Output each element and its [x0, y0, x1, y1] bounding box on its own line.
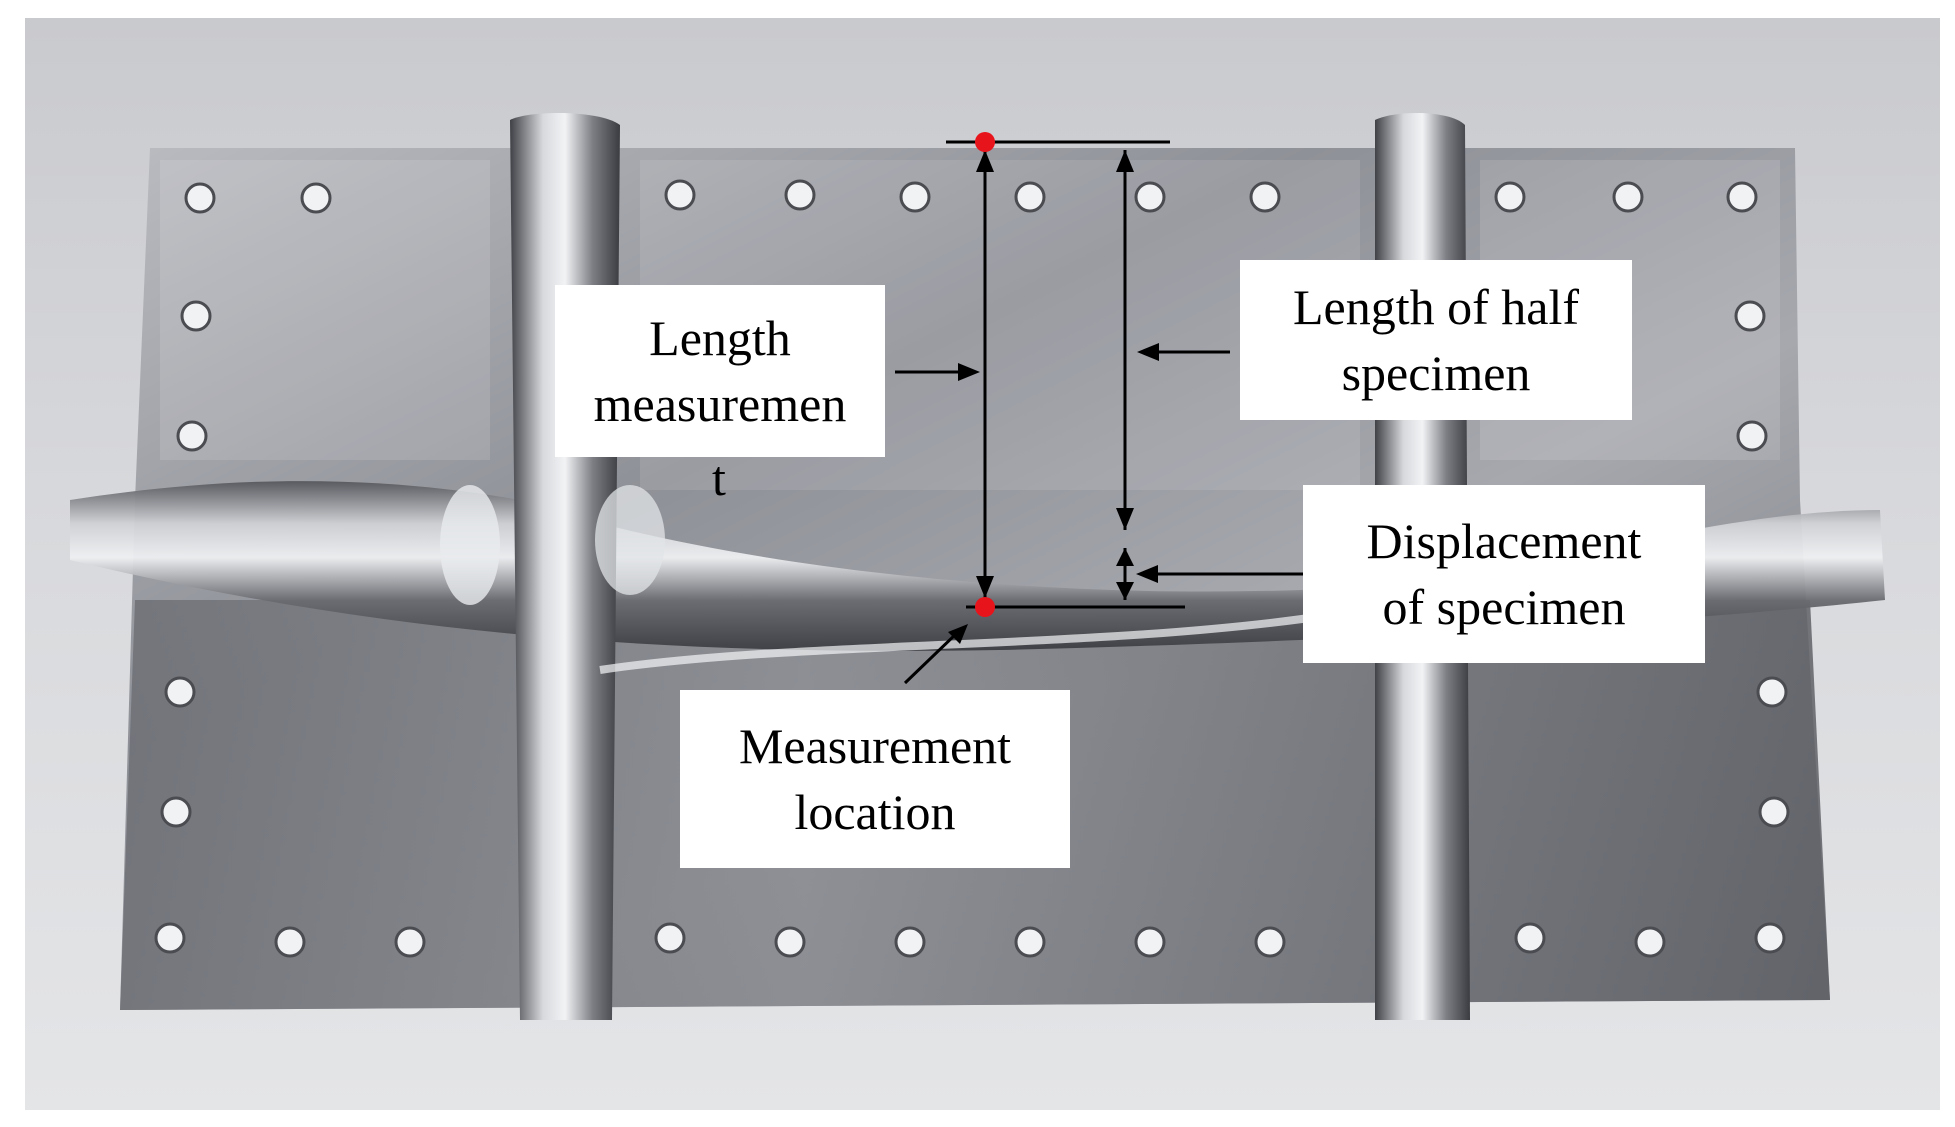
top-marker-dot [975, 132, 995, 152]
measurement-marker-dot [975, 597, 995, 617]
measurement-location-label: Measurement location [680, 690, 1070, 868]
displacement-line1: Displacement [1366, 513, 1642, 569]
measurement-location-line1: Measurement [738, 718, 1012, 774]
length-measurement-line2: measuremen [593, 376, 847, 432]
length-half-specimen-line1: Length of half [1292, 279, 1579, 335]
displacement-label: Displacement of specimen [1303, 485, 1705, 663]
length-measurement-line1: Length [649, 310, 791, 366]
measurement-location-line2: location [794, 784, 956, 840]
length-half-specimen-label: Length of half specimen [1240, 260, 1632, 420]
length-half-specimen-line2: specimen [1341, 345, 1531, 401]
length-measurement-label: Length measuremen [555, 285, 885, 457]
length-measurement-line3: t [712, 450, 726, 506]
displacement-line2: of specimen [1382, 579, 1626, 635]
